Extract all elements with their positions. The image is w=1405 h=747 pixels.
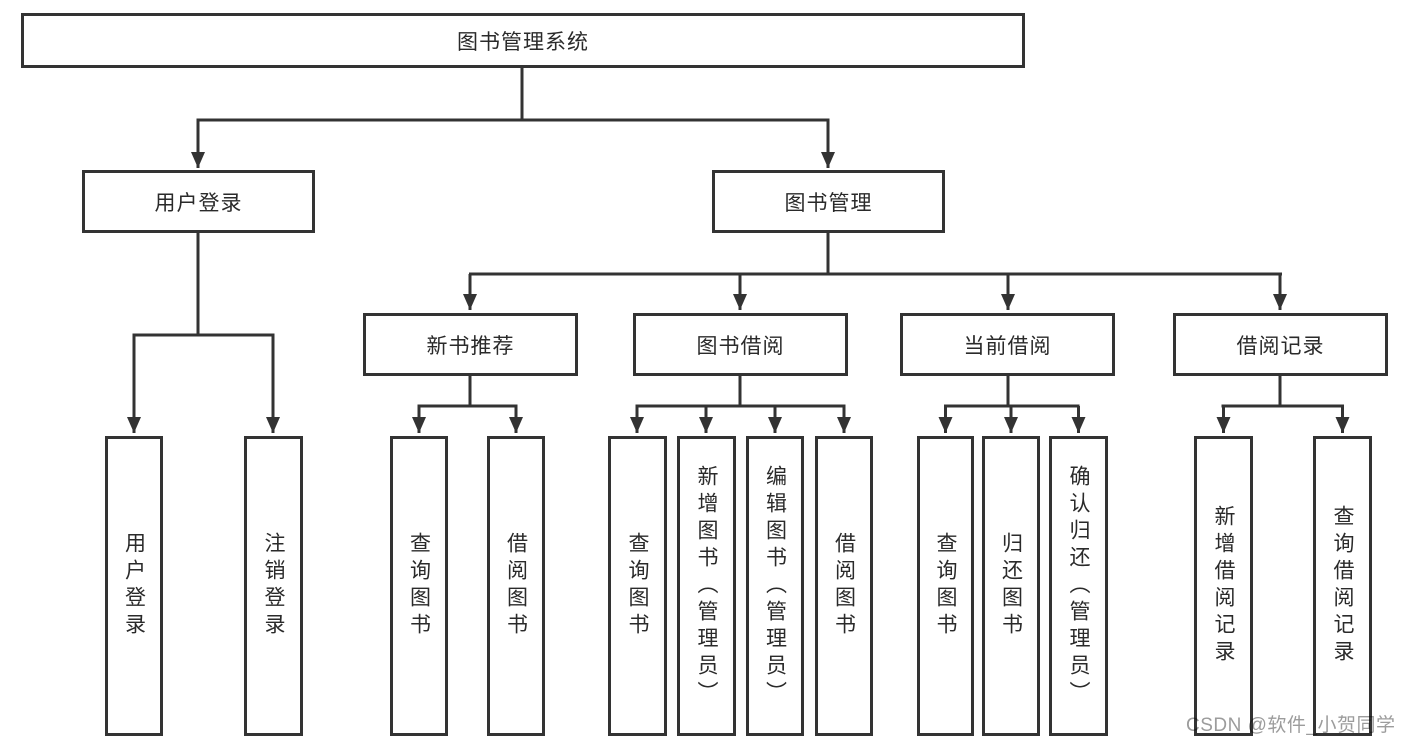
- leaf-current-query-label: 查询图书: [934, 532, 958, 640]
- node-book-management-label: 图书管理: [784, 191, 873, 215]
- leaf-logout: 注销登录: [244, 436, 303, 736]
- node-user-login: 用户登录: [82, 170, 315, 233]
- leaf-record-add-label: 新增借阅记录: [1212, 505, 1236, 667]
- node-book-management: 图书管理: [712, 170, 945, 233]
- leaf-logout-label: 注销登录: [262, 532, 286, 640]
- leaf-record-add: 新增借阅记录: [1194, 436, 1253, 736]
- leaf-borrow-add-label: 新增图书（管理员）: [695, 464, 719, 708]
- leaf-borrow-borrow-label: 借阅图书: [832, 532, 856, 640]
- leaf-current-return-label: 归还图书: [999, 532, 1023, 640]
- csdn-watermark: CSDN @软件_小贺同学: [1186, 715, 1396, 736]
- leaf-newbook-borrow: 借阅图书: [487, 436, 545, 736]
- node-root-label: 图书管理系统: [457, 30, 589, 54]
- node-new-book-recommend: 新书推荐: [363, 313, 578, 376]
- leaf-user-login: 用户登录: [105, 436, 163, 736]
- edge-root-to-level2: [191, 68, 835, 168]
- leaf-borrow-edit: 编辑图书（管理员）: [746, 436, 804, 736]
- node-book-borrow: 图书借阅: [633, 313, 848, 376]
- node-borrow-record: 借阅记录: [1173, 313, 1388, 376]
- node-user-login-label: 用户登录: [154, 191, 243, 215]
- leaf-borrow-add: 新增图书（管理员）: [677, 436, 736, 736]
- leaf-current-confirm-label: 确认归还（管理员）: [1067, 464, 1091, 708]
- leaf-current-confirm: 确认归还（管理员）: [1049, 436, 1108, 736]
- node-book-borrow-label: 图书借阅: [696, 334, 785, 358]
- node-current-borrow: 当前借阅: [900, 313, 1115, 376]
- leaf-newbook-borrow-label: 借阅图书: [504, 532, 528, 640]
- edge-current-children: [938, 376, 1086, 433]
- leaf-borrow-query-label: 查询图书: [626, 532, 650, 640]
- node-new-book-recommend-label: 新书推荐: [426, 334, 515, 358]
- edge-user-login-children: [127, 233, 280, 433]
- leaf-current-query: 查询图书: [917, 436, 974, 736]
- leaf-borrow-borrow: 借阅图书: [815, 436, 873, 736]
- edge-record-children: [1216, 376, 1350, 433]
- leaf-borrow-query: 查询图书: [608, 436, 667, 736]
- edge-new-book-children: [412, 376, 523, 433]
- leaf-user-login-label: 用户登录: [122, 532, 146, 640]
- node-borrow-record-label: 借阅记录: [1236, 334, 1325, 358]
- node-current-borrow-label: 当前借阅: [963, 334, 1052, 358]
- leaf-newbook-query: 查询图书: [390, 436, 448, 736]
- leaf-record-query: 查询借阅记录: [1313, 436, 1372, 736]
- leaf-record-query-label: 查询借阅记录: [1331, 505, 1355, 667]
- node-root: 图书管理系统: [21, 13, 1025, 68]
- leaf-newbook-query-label: 查询图书: [407, 532, 431, 640]
- edge-borrow-children: [630, 376, 851, 433]
- leaf-current-return: 归还图书: [982, 436, 1040, 736]
- leaf-borrow-edit-label: 编辑图书（管理员）: [763, 464, 787, 708]
- edge-book-management-children: [463, 233, 1287, 310]
